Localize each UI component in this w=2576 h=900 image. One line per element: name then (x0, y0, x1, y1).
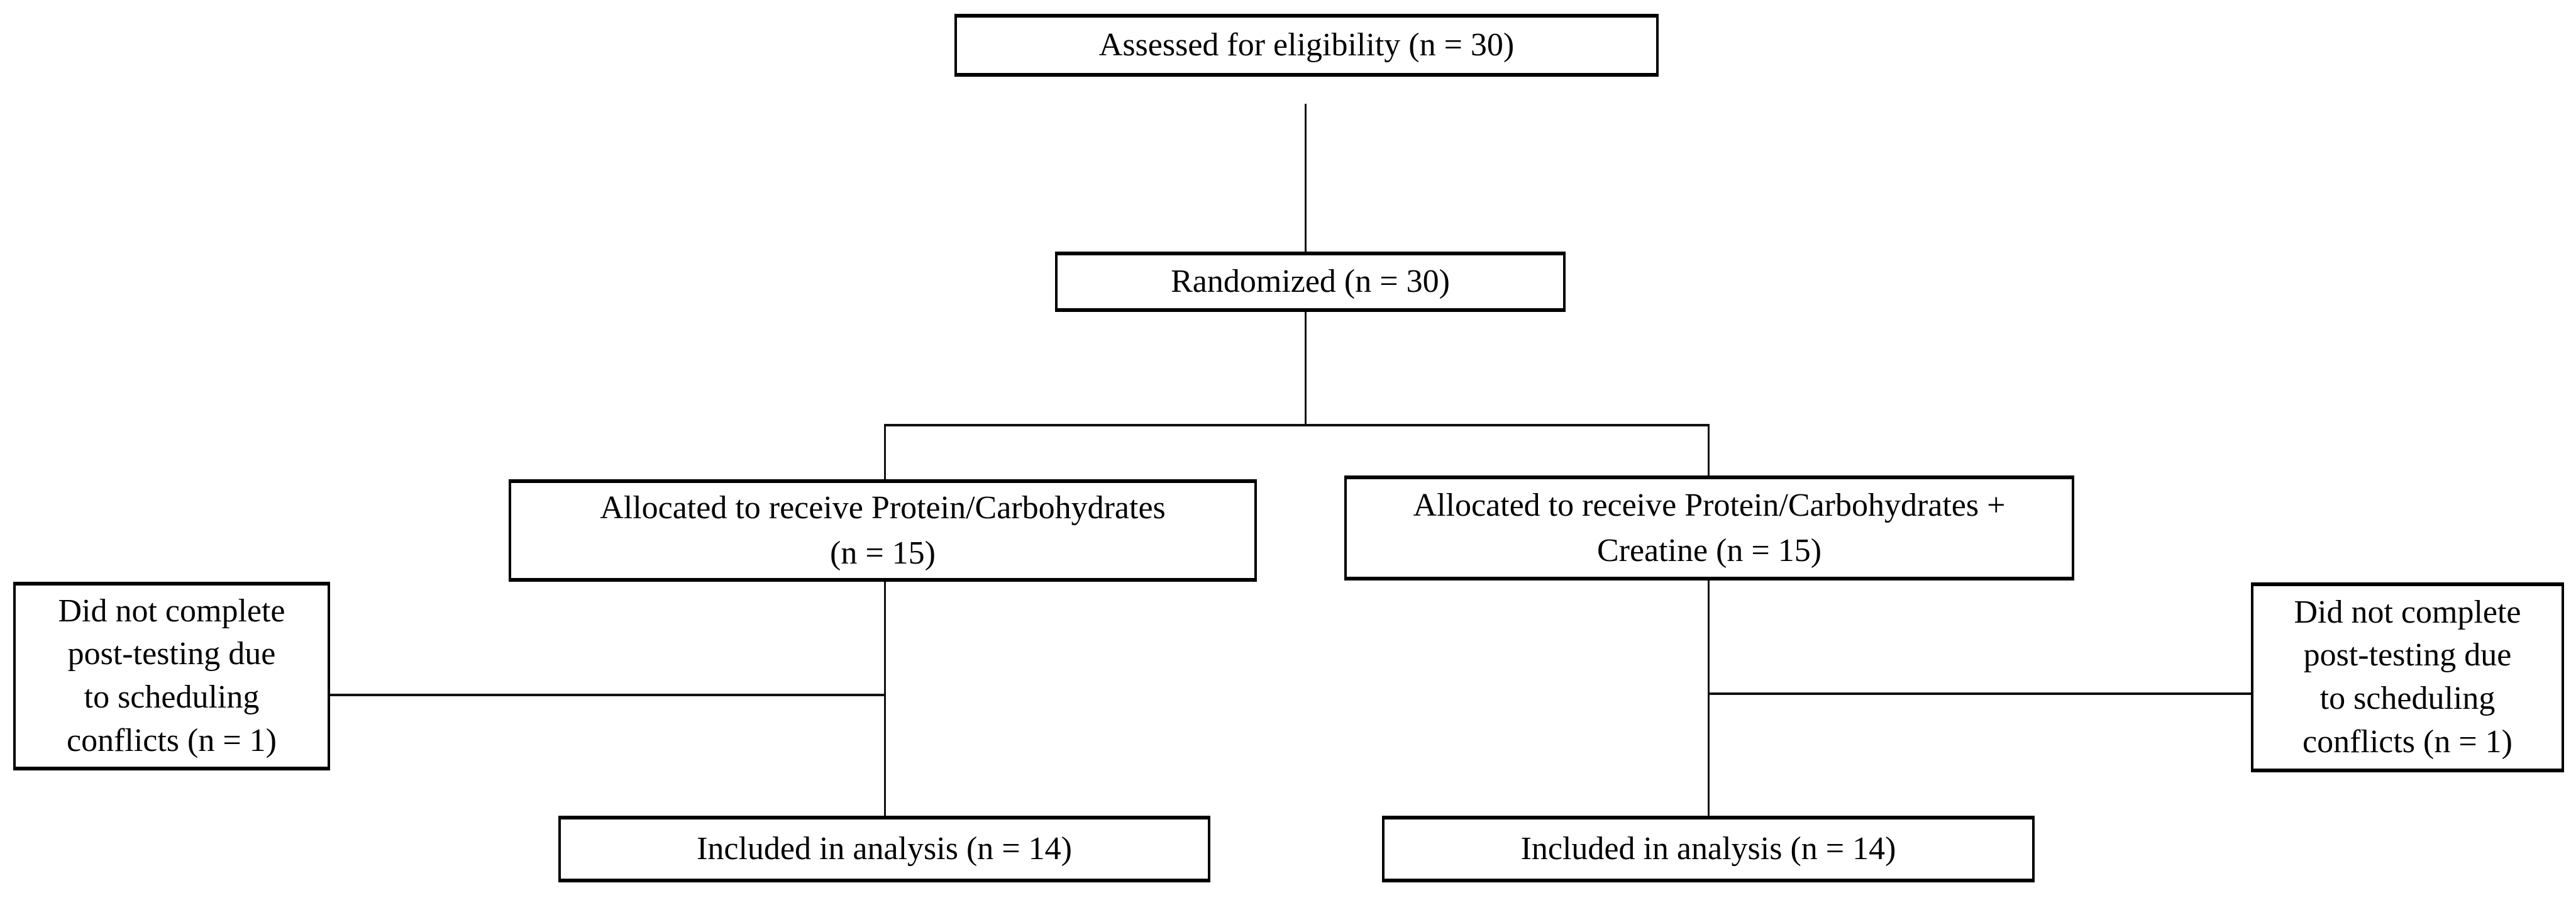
connector-assessed-to-randomized (1305, 104, 1307, 252)
connector-dropout-right (1708, 692, 2251, 695)
connector-split-to-alloc-left (884, 424, 886, 479)
node-included-in-analysis-left: Included in analysis (n = 14) (558, 816, 1210, 882)
node-dropout-right: Did not complete post-testing due to sch… (2251, 582, 2564, 772)
node-allocated-protein-carbohydrates: Allocated to receive Protein/Carbohydrat… (509, 479, 1257, 582)
connector-alloc-left-to-analysis (884, 582, 886, 816)
node-dropout-left: Did not complete post-testing due to sch… (13, 582, 330, 770)
node-included-in-analysis-right: Included in analysis (n = 14) (1382, 816, 2035, 882)
connector-split-horizontal (884, 424, 1710, 426)
node-allocated-protein-carbohydrates-creatine: Allocated to receive Protein/Carbohydrat… (1344, 475, 2074, 581)
connector-alloc-right-to-analysis (1708, 581, 1710, 816)
connector-dropout-left (330, 694, 884, 696)
node-randomized: Randomized (n = 30) (1055, 252, 1566, 312)
connector-split-to-alloc-right (1708, 424, 1710, 475)
connector-randomized-to-split (1305, 312, 1307, 425)
node-assessed-for-eligibility: Assessed for eligibility (n = 30) (954, 14, 1659, 77)
